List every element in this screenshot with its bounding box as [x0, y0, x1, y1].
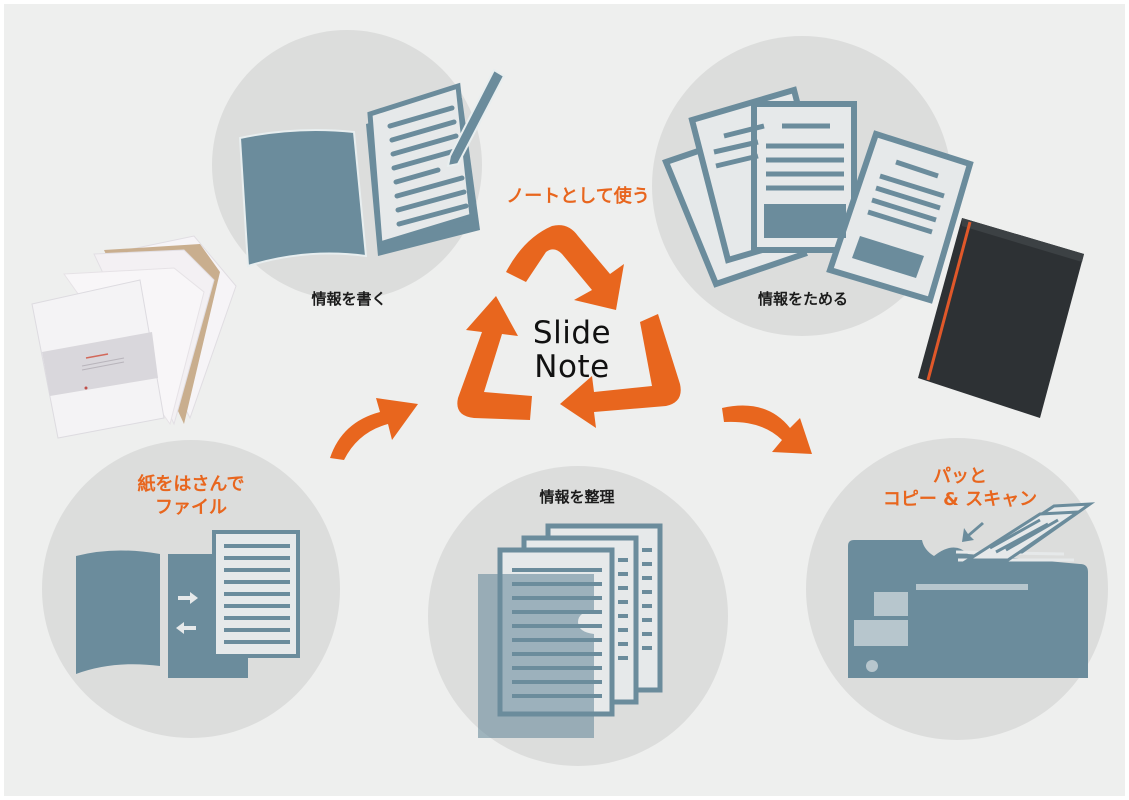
open-notebook-with-pen-icon: [238, 68, 506, 268]
arrow-left-to-center-icon: [330, 398, 418, 460]
copier-scanner-icon: [848, 502, 1096, 678]
stage-label-organize: 情報を整理: [539, 488, 615, 506]
product-title-line1: Slide: [532, 315, 612, 351]
feature-label-file-line1: 紙をはさんで: [137, 474, 245, 495]
stacked-documents-icon: [662, 86, 974, 304]
black-notebook-photo: [918, 218, 1084, 418]
indexed-pages-icon: [478, 523, 663, 738]
product-title: Slide Note: [524, 316, 620, 384]
paper-refill-photo: [31, 235, 237, 439]
stage-label-write: 情報を書く: [311, 290, 387, 308]
slide-note-infographic: 情報を書く 情報をためる: [4, 4, 1125, 796]
arrow-center-to-right-icon: [722, 405, 812, 454]
stage-label-store: 情報をためる: [757, 290, 848, 308]
feature-label-scan: パッと コピー & スキャン: [870, 466, 1050, 511]
cycle-arrows-icon: [457, 225, 681, 428]
binder-insert-icon: [76, 530, 300, 678]
feature-label-file: 紙をはさんで ファイル: [116, 474, 266, 519]
feature-label-file-line2: ファイル: [155, 496, 227, 518]
center-caption: ノートとして使う: [506, 186, 650, 207]
product-title-line2: Note: [534, 349, 610, 385]
feature-label-scan-line1: パッと: [933, 466, 987, 487]
feature-label-scan-line2: コピー & スキャン: [882, 488, 1038, 510]
